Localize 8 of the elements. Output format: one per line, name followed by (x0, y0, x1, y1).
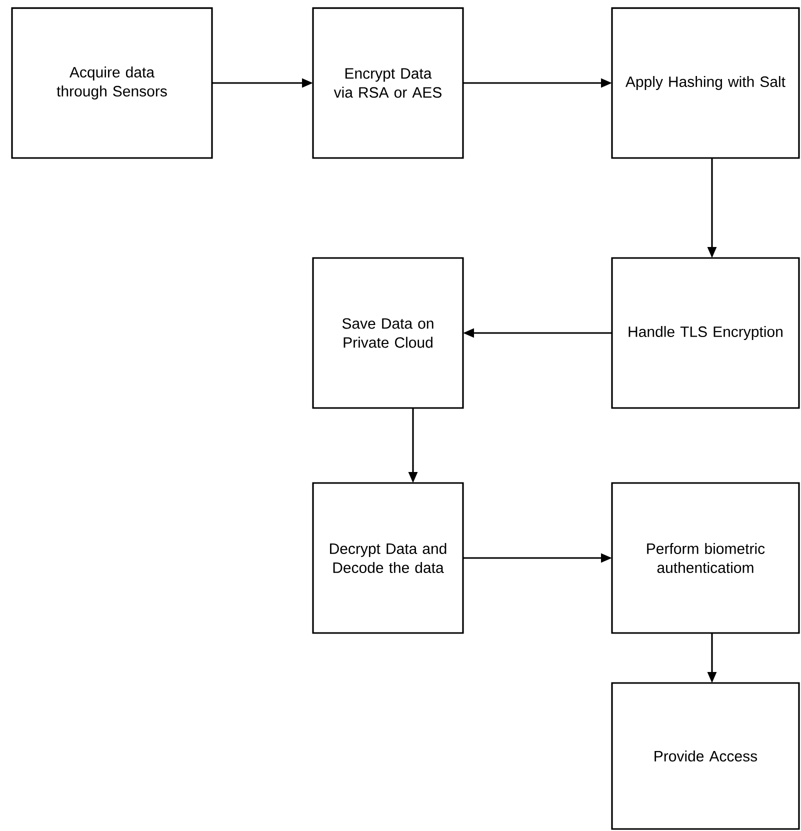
process-box: Decrypt Data and Decode the data (312, 482, 464, 634)
process-box: Perform biometric authenticatiom (611, 482, 800, 634)
process-box: Acquire data through Sensors (11, 7, 213, 159)
process-box: Save Data on Private Cloud (312, 257, 464, 409)
process-box: Handle TLS Encryption (611, 257, 800, 409)
process-box: Apply Hashing with Salt (611, 7, 800, 159)
process-box: Provide Access (611, 682, 800, 830)
process-box: Encrypt Data via RSA or AES (312, 7, 464, 159)
